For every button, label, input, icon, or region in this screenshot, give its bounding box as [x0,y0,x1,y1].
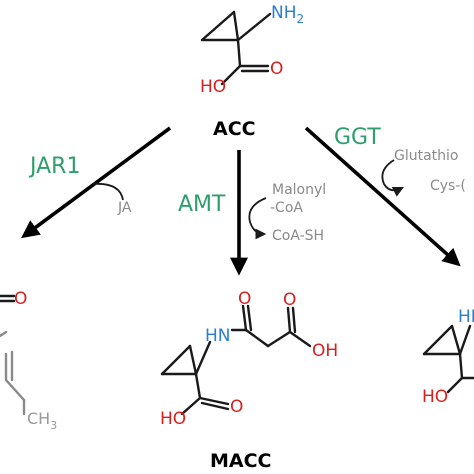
cofactor-glutathione: Glutathio [394,148,459,164]
enzyme-ggt: GGT [334,125,381,150]
acc-o-label: O [270,59,283,79]
cofactor-cys: Cys-( [430,178,466,194]
macc-hn-label: HN [205,326,231,346]
acc-structure [200,10,272,86]
acc-oh-label: HO [200,77,226,97]
cofactor-malonyl-line1: Malonyl [272,182,326,198]
macc-structure [160,304,312,416]
macc-name-label: MACC [210,450,272,472]
enzyme-jar1: JAR1 [28,154,80,179]
left-product-ch3-label: CH3 [27,409,57,432]
macc-ho-left: HO [160,409,186,429]
enzyme-amt: AMT [178,192,226,217]
macc-o-left: O [230,397,243,417]
jar1-arrow [21,126,172,239]
cofactor-ja: JA [117,200,132,216]
cofactor-malonyl-line2: -CoA [270,200,303,216]
acc-name-label: ACC [213,118,256,140]
left-product-o-label: O [14,289,27,309]
left-product-structure [0,294,26,416]
right-product-structure [422,324,474,394]
macc-o-top-amide: O [238,289,251,309]
right-product-ho-label: HO [422,387,448,407]
cofactor-coa-sh: CoA-SH [272,228,324,244]
ggt-arrow [304,126,461,267]
macc-oh-right: OH [312,341,338,361]
macc-o-top-acid: O [283,290,296,310]
ggt-cofactor-arc [381,159,404,197]
amt-cofactor-arc [248,197,267,240]
jar1-cofactor-arc [91,182,124,201]
acc-nh2-label: NH2 [271,3,304,26]
right-product-hn-label: HN [458,307,474,327]
